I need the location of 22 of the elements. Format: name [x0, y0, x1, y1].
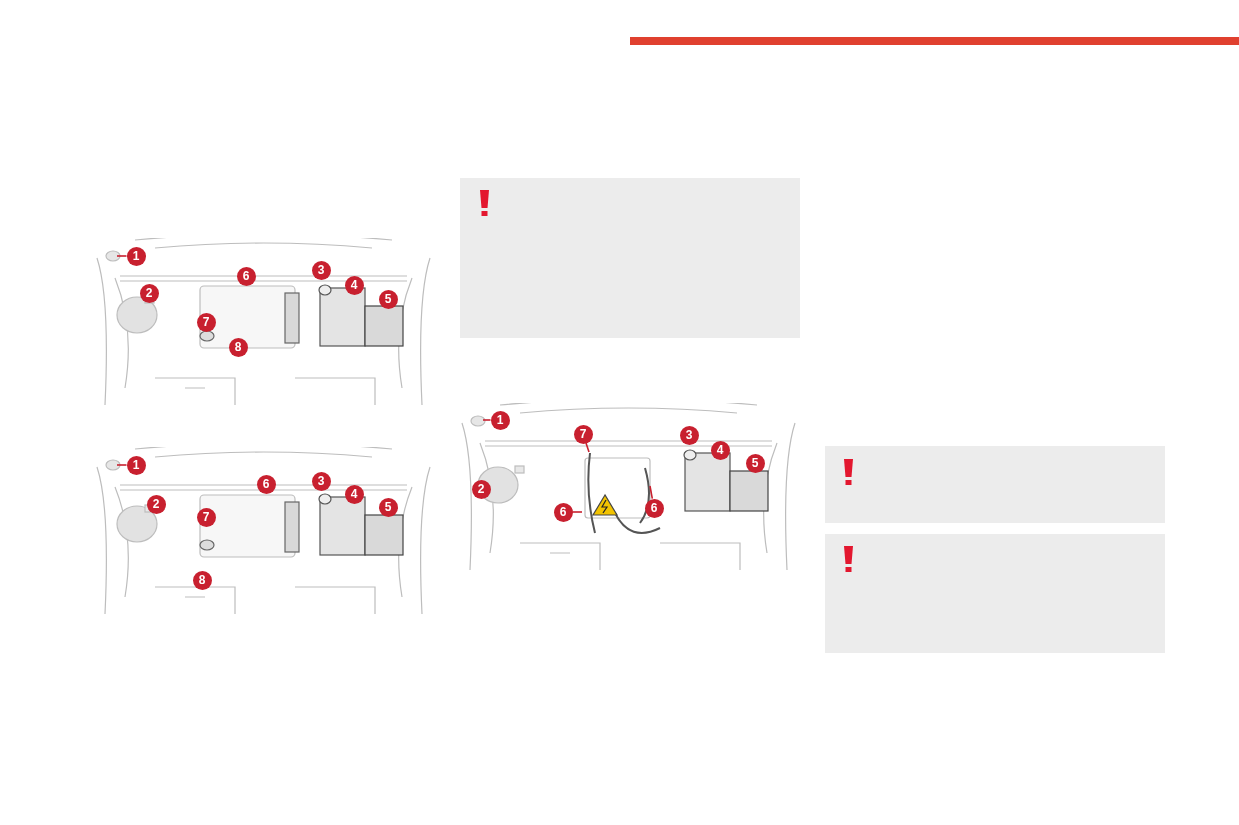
callout-number: 8 — [192, 570, 212, 590]
callout-number: 3 — [311, 260, 331, 280]
callout-number: 1 — [490, 410, 510, 430]
leader-line — [571, 511, 583, 513]
callout-number: 6 — [256, 474, 276, 494]
callout-number: 2 — [139, 283, 159, 303]
callout-number: 3 — [311, 471, 331, 491]
leader-line — [116, 464, 128, 466]
callout-number: 3 — [679, 425, 699, 445]
callout-number: 7 — [573, 424, 593, 444]
leader-line — [482, 419, 492, 421]
callout-number: 1 — [126, 246, 146, 266]
callout-number: 2 — [146, 494, 166, 514]
callout-number: 5 — [745, 453, 765, 473]
callout-number: 1 — [126, 455, 146, 475]
callout-number: 5 — [378, 289, 398, 309]
leader-line — [649, 485, 654, 500]
callout-number: 5 — [378, 497, 398, 517]
callout-number: 6 — [644, 498, 664, 518]
callout-number: 6 — [553, 502, 573, 522]
leader-line — [116, 255, 128, 257]
callout-number: 6 — [236, 266, 256, 286]
